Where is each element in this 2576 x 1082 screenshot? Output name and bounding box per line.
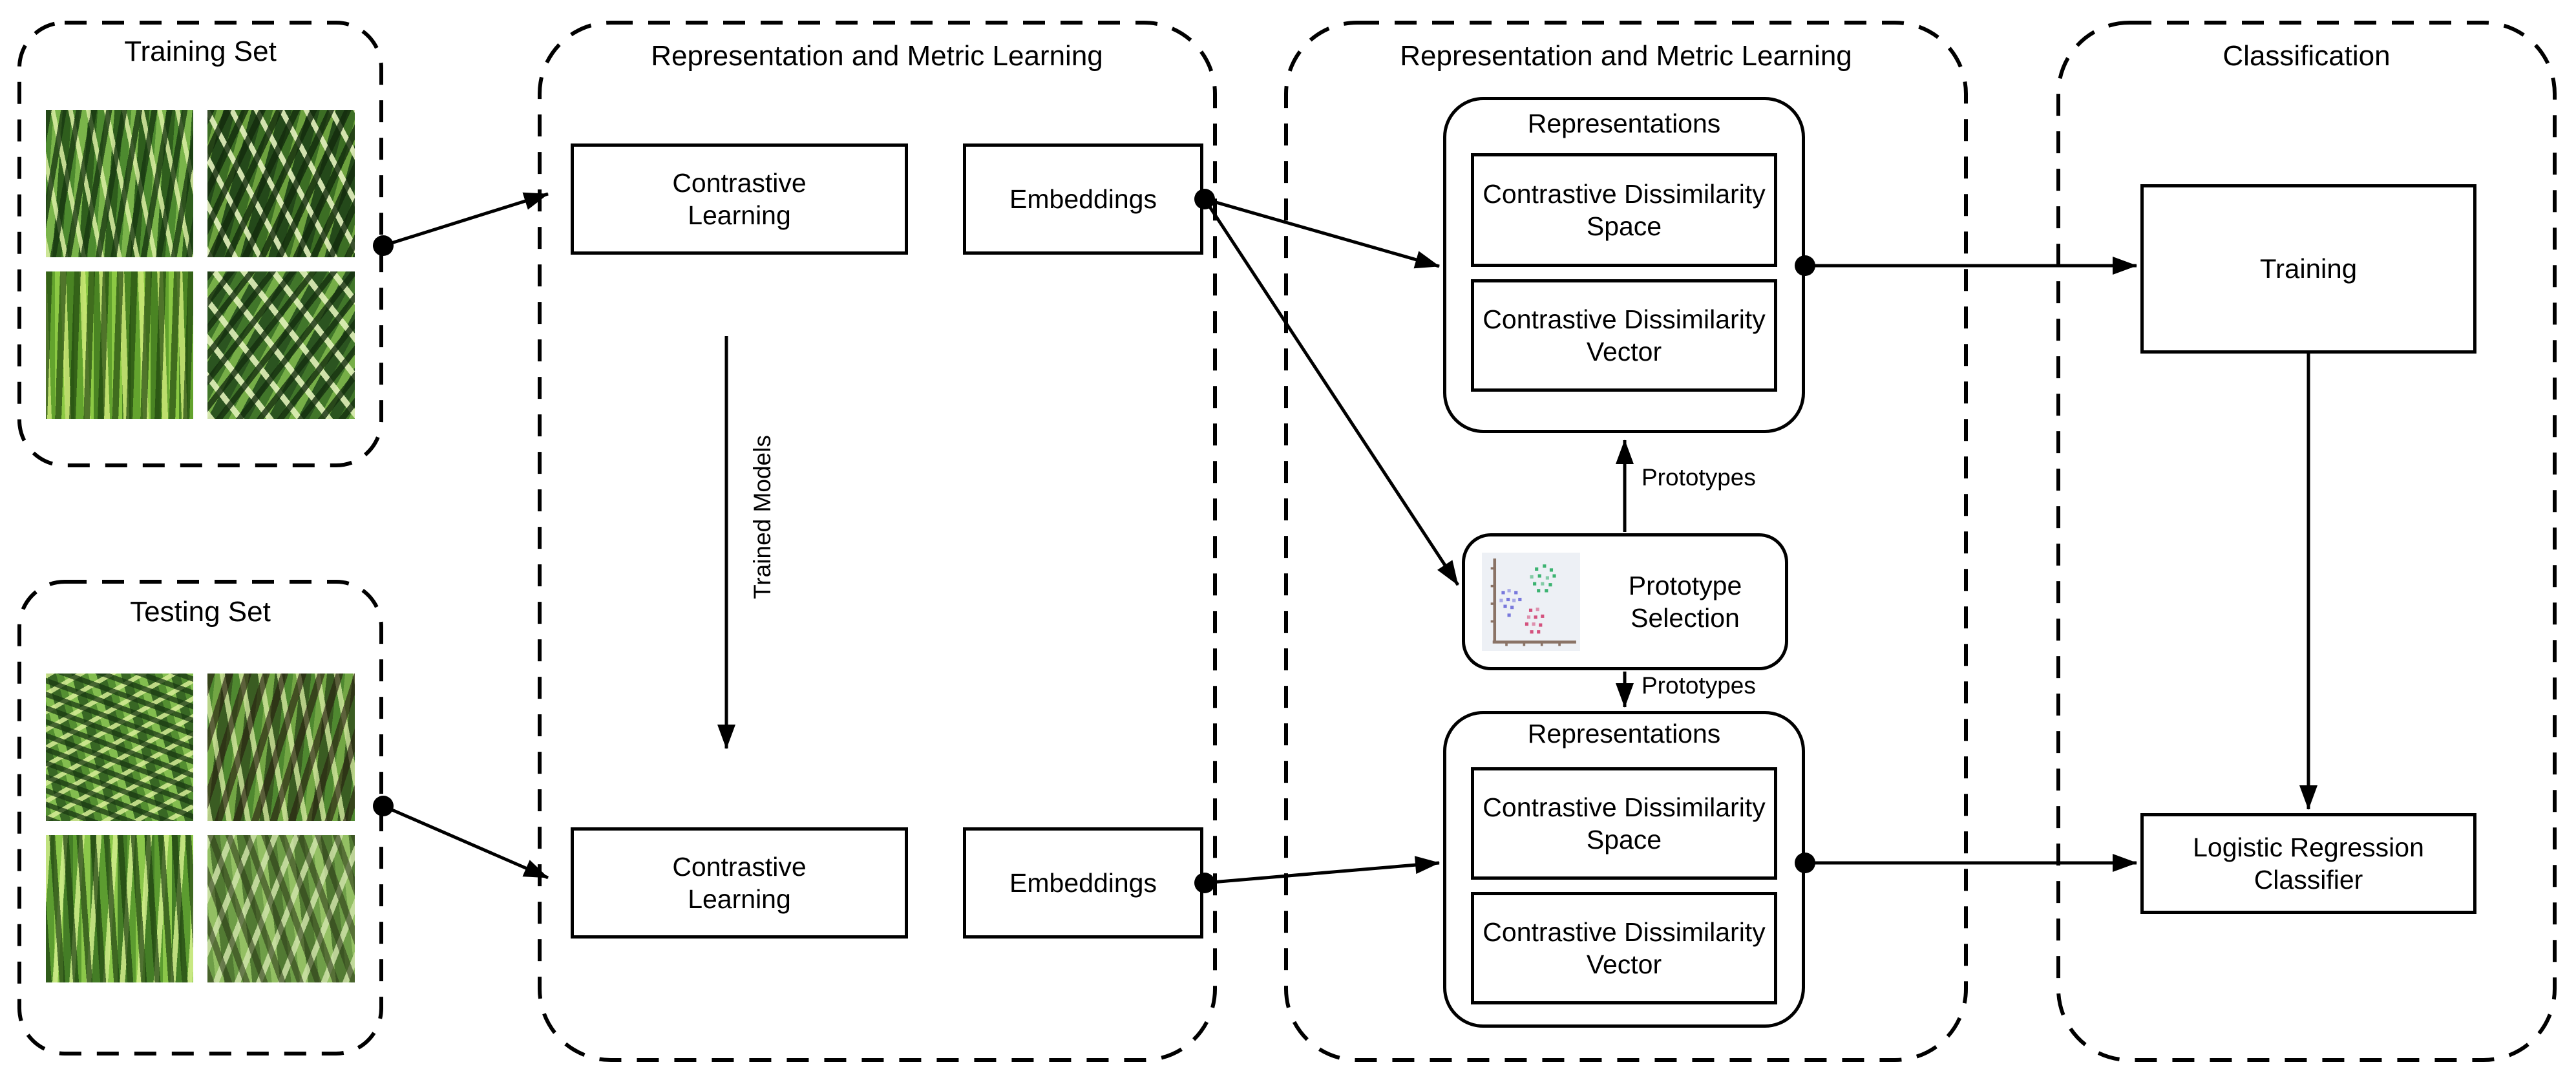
representations-test-title: Representations [1527,719,1721,748]
arrow-embeddings-to-prototype-selection [1203,198,1460,586]
representations-panel-title: Representation and Metric Learning [1400,40,1852,72]
testing-set-title: Testing Set [130,596,271,628]
arrow-embeddings-to-representations-test [1204,856,1440,885]
logistic-regression-classifier-label: Logistic Regression Classifier [2193,832,2424,895]
contrastive-dissimilarity-space-test-label: Contrastive Dissimilarity Space [1483,792,1766,854]
embeddings-train-label: Embeddings [1009,184,1157,214]
training-box-label: Training [2259,253,2358,284]
contrastive-dissimilarity-vector-test-box: Contrastive Dissimilarity Vector [1471,892,1777,1004]
contrastive-dissimilarity-vector-test-label: Contrastive Dissimilarity Vector [1483,917,1766,979]
embeddings-train-box: Embeddings [963,143,1203,255]
grass-photo-7 [46,835,193,982]
contrastive-dissimilarity-vector-train-box: Contrastive Dissimilarity Vector [1471,279,1777,392]
representations-train-title: Representations [1527,109,1721,138]
connector-dot-trainset [373,235,394,256]
arrow-testset-to-contrastive [383,804,549,880]
embeddings-test-box: Embeddings [963,827,1203,939]
training-set-title: Training Set [124,36,277,67]
classification-panel-title: Classification [2222,40,2391,72]
metric-learning-panel-title: Representation and Metric Learning [651,40,1103,72]
grass-photo-4 [207,271,355,419]
contrastive-learning-train-label: Contrastive Learning [672,167,807,230]
arrow-embeddings-to-representations [1204,197,1440,269]
prototypes-up-label: Prototypes [1642,464,1756,491]
contrastive-learning-train-box: Contrastive Learning [571,143,908,255]
testing-set-photo-grid [46,674,355,982]
training-set-photo-grid [46,110,355,419]
grass-photo-6 [207,674,355,821]
grass-photo-1 [46,110,193,257]
grass-photo-2 [207,110,355,257]
embeddings-test-label: Embeddings [1009,867,1157,898]
contrastive-learning-test-label: Contrastive Learning [672,851,807,914]
grass-photo-8 [207,835,355,982]
contrastive-dissimilarity-space-train-label: Contrastive Dissimilarity Space [1483,178,1766,241]
contrastive-dissimilarity-vector-train-label: Contrastive Dissimilarity Vector [1483,304,1766,366]
prototypes-down-label: Prototypes [1642,672,1756,699]
grass-photo-3 [46,271,193,419]
training-box: Training [2140,184,2476,354]
logistic-regression-classifier-box: Logistic Regression Classifier [2140,813,2476,914]
prototype-selection-box: Prototype Selection [1462,533,1788,670]
scatter-plot-icon [1482,553,1580,651]
contrastive-dissimilarity-space-train-box: Contrastive Dissimilarity Space [1471,153,1777,267]
connector-dot-testset [373,796,394,816]
contrastive-learning-test-box: Contrastive Learning [571,827,908,939]
trained-models-label: Trained Models [749,435,776,599]
contrastive-dissimilarity-space-test-box: Contrastive Dissimilarity Space [1471,767,1777,880]
arrow-trainset-to-contrastive [383,192,549,248]
grass-photo-5 [46,674,193,821]
prototype-selection-label: Prototype Selection [1628,570,1742,633]
